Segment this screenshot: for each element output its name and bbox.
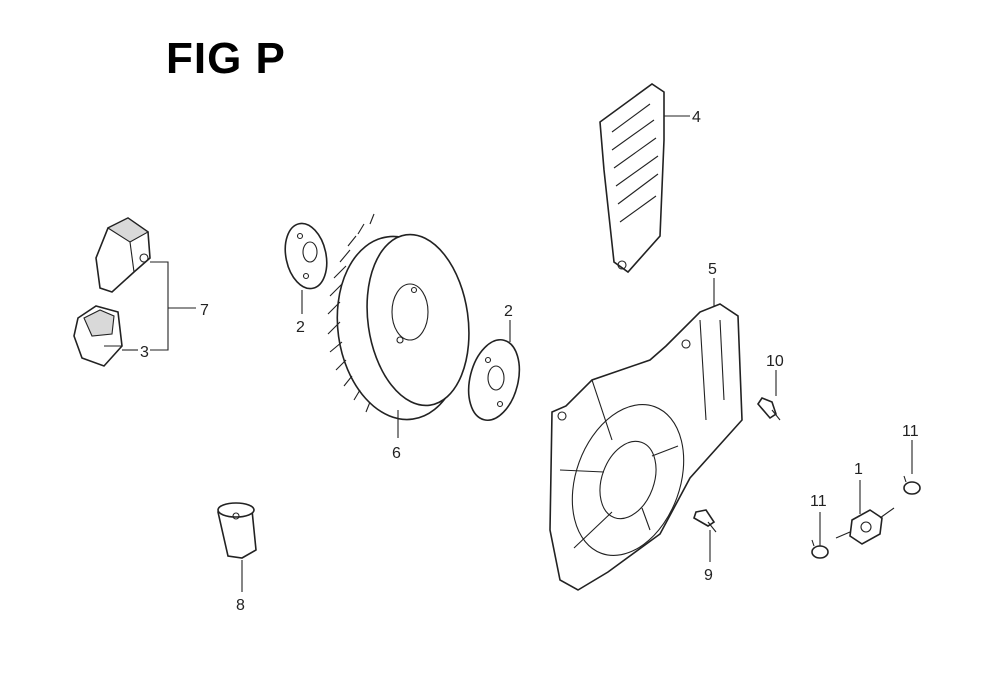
callout-1: 1: [854, 461, 863, 478]
callout-2-left: 2: [296, 319, 305, 336]
callout-11-right: 11: [902, 423, 919, 440]
callout-11-left: 11: [810, 493, 827, 510]
part-guide-cover: [599, 83, 665, 274]
part-washer-right: [467, 338, 521, 422]
callout-8: 8: [236, 597, 245, 614]
callout-3: 3: [140, 344, 149, 361]
callout-2-right: 2: [504, 303, 513, 320]
callout-5: 5: [708, 261, 717, 278]
part-switch-cover: [95, 217, 151, 293]
part-bolt-9: [693, 509, 717, 533]
callout-9: 9: [704, 567, 713, 584]
part-clip-11-right: [903, 475, 921, 495]
part-rubber-cap: [217, 502, 257, 559]
leader-7: [150, 261, 196, 351]
callout-4: 4: [692, 109, 701, 126]
figure-title: FIG P: [166, 34, 286, 83]
part-flywheel-fan: [327, 213, 470, 421]
part-fan-shroud: [549, 303, 743, 591]
part-switch-body: [73, 305, 123, 367]
part-bolt-10: [756, 397, 781, 421]
callout-7: 7: [200, 302, 209, 319]
callout-6: 6: [392, 445, 401, 462]
part-washer-left: [284, 222, 328, 290]
callout-10: 10: [766, 353, 784, 370]
part-fuel-filter: [835, 507, 895, 545]
